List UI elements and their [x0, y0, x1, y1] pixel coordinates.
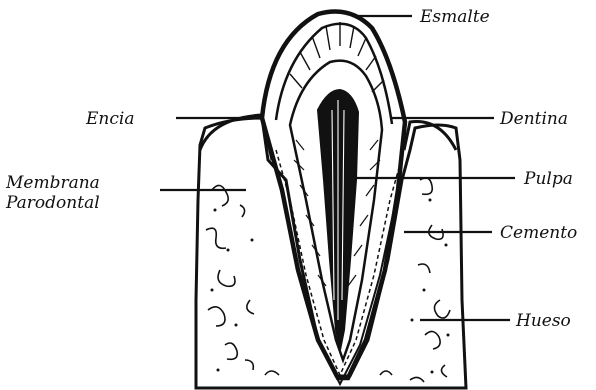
label-encia: Encia: [85, 109, 134, 129]
label-esmalte: Esmalte: [419, 7, 490, 27]
label-cemento: Cemento: [500, 223, 577, 243]
label-membrana-line2: Parodontal: [5, 193, 100, 213]
label-hueso: Hueso: [515, 311, 571, 331]
labels: Esmalte Encia Dentina Membrana Parodonta…: [5, 7, 577, 331]
label-dentina: Dentina: [499, 109, 568, 129]
label-membrana-line1: Membrana: [5, 173, 100, 193]
label-pulpa: Pulpa: [523, 169, 573, 189]
tooth: [262, 11, 410, 384]
